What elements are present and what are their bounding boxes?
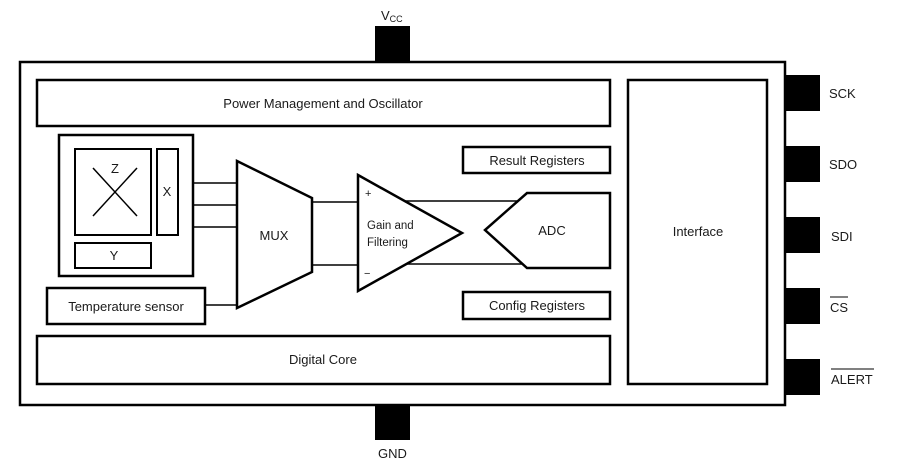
sdo-label: SDO xyxy=(829,157,857,172)
gnd-pin xyxy=(375,405,410,440)
gnd-label: GND xyxy=(378,446,407,461)
sdi-label: SDI xyxy=(831,229,853,244)
sdi-pin xyxy=(785,217,820,253)
config-registers-block xyxy=(461,290,612,321)
amp-label-line2: Filtering xyxy=(367,237,408,249)
mux-label: MUX xyxy=(260,228,289,243)
mux-block xyxy=(235,158,314,310)
sck-pin xyxy=(785,75,820,111)
sensor-z-label: Z xyxy=(111,161,119,176)
amp-plus-label: + xyxy=(365,188,371,200)
sck-label: SCK xyxy=(829,86,856,101)
sensor-y-block xyxy=(74,242,152,269)
sensor-z-block xyxy=(74,148,152,236)
gain-filtering-amplifier xyxy=(356,172,465,294)
vcc-label: VCC xyxy=(381,8,403,24)
interface-label: Interface xyxy=(673,224,724,239)
adc-label: ADC xyxy=(538,223,565,238)
power-management-block xyxy=(35,78,612,128)
power-management-label: Power Management and Oscillator xyxy=(223,96,423,111)
sensor-y-label: Y xyxy=(110,248,119,263)
temperature-sensor-block xyxy=(45,286,207,326)
sensor-z-cross-2 xyxy=(92,167,138,217)
cs-label: CS xyxy=(830,300,848,315)
adc-block xyxy=(483,191,612,270)
alert-label: ALERT xyxy=(831,372,873,387)
result-registers-label: Result Registers xyxy=(489,153,585,168)
amp-label-line1: Gain and xyxy=(367,220,414,232)
amp-minus-label: − xyxy=(364,268,370,280)
vcc-pin xyxy=(375,26,410,62)
temperature-sensor-label: Temperature sensor xyxy=(68,299,184,314)
sensor-x-label: X xyxy=(163,184,172,199)
sdo-pin xyxy=(785,146,820,182)
cs-pin xyxy=(785,288,820,324)
sensor-x-block xyxy=(156,148,179,236)
digital-core-label: Digital Core xyxy=(289,352,357,367)
result-registers-block xyxy=(461,145,612,175)
digital-core-block xyxy=(35,334,612,386)
config-registers-label: Config Registers xyxy=(489,298,586,313)
interface-block xyxy=(626,78,769,386)
alert-pin xyxy=(785,359,820,395)
